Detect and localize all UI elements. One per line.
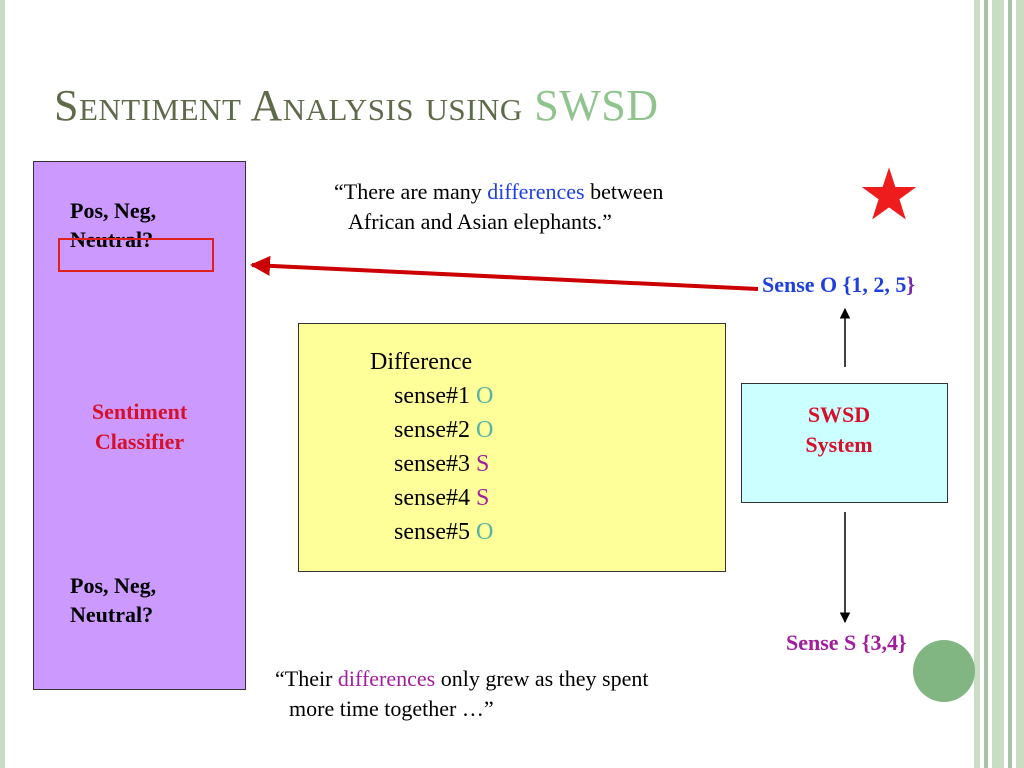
senses-box bbox=[298, 323, 726, 572]
quote1-line2: African and Asian elephants.” bbox=[348, 209, 612, 234]
swsd-system-box bbox=[741, 383, 948, 503]
circle-icon bbox=[913, 640, 975, 702]
quote1-line1: “There are many differences between bbox=[334, 177, 663, 207]
question-bottom-line2: Neutral? bbox=[70, 602, 154, 627]
quote-elephants: “There are many differences between Afri… bbox=[334, 177, 663, 237]
quote2-after: only grew as they spent bbox=[440, 666, 649, 691]
classifier-label-line1: Sentiment bbox=[91, 399, 188, 424]
swsd-label-line1: SWSD bbox=[807, 402, 871, 427]
sense-item-label: sense#1 bbox=[394, 383, 470, 409]
quote-time-together: “Their differences only grew as they spe… bbox=[275, 664, 648, 724]
classifier-question-bottom: Pos, Neg, Neutral? bbox=[70, 571, 156, 629]
sense-item-tag: O bbox=[475, 417, 494, 443]
left-decor-rule bbox=[0, 0, 5, 768]
senses-list: Difference sense#1 O sense#2 O sense#3 S… bbox=[370, 345, 493, 549]
sense-item: sense#1 O bbox=[370, 379, 493, 413]
senses-header: Difference bbox=[370, 349, 473, 375]
quote1-keyword: differences bbox=[487, 179, 585, 204]
title-accent: SWSD bbox=[534, 81, 659, 130]
sense-o-brace: } bbox=[906, 272, 916, 297]
sense-item-label: sense#3 bbox=[394, 451, 470, 477]
quote2-keyword: differences bbox=[337, 666, 436, 691]
quote1-before: “There are many bbox=[334, 179, 482, 204]
classifier-label: Sentiment Classifier bbox=[33, 397, 246, 457]
sense-item-tag: O bbox=[475, 383, 494, 409]
title-main: Sentiment Analysis using bbox=[54, 81, 523, 130]
sense-o-text: Sense O {1, 2, 5 bbox=[762, 272, 907, 297]
sense-item: sense#3 S bbox=[370, 447, 493, 481]
classifier-label-line2: Classifier bbox=[94, 429, 185, 454]
sense-o-label: Sense O {1, 2, 5} bbox=[762, 272, 915, 298]
sense-item: sense#2 O bbox=[370, 413, 493, 447]
sense-item: sense#4 S bbox=[370, 481, 493, 515]
star-icon bbox=[861, 167, 917, 220]
sentiment-classifier-box bbox=[33, 161, 246, 690]
neutral-highlight-box bbox=[58, 238, 214, 272]
question-bottom-line1: Pos, Neg, bbox=[70, 573, 157, 598]
sense-item-tag: O bbox=[475, 519, 494, 545]
right-decor-stripes bbox=[974, 0, 1024, 768]
question-top-line1: Pos, Neg, bbox=[70, 198, 157, 223]
slide-title: Sentiment Analysis using SWSD bbox=[54, 80, 954, 131]
sense-item-tag: S bbox=[475, 451, 490, 477]
sense-o-to-classifier-arrow bbox=[250, 255, 759, 291]
sense-item-label: sense#2 bbox=[394, 417, 470, 443]
sense-item-tag: S bbox=[475, 485, 490, 511]
quote2-line1: “Their differences only grew as they spe… bbox=[275, 664, 648, 694]
quote2-before: “Their bbox=[275, 666, 333, 691]
quote2-line2: more time together …” bbox=[289, 696, 494, 721]
sense-s-label: Sense S {3,4} bbox=[786, 630, 907, 655]
swsd-label-line2: System bbox=[805, 432, 873, 457]
sense-item-label: sense#5 bbox=[394, 519, 470, 545]
quote1-after: between bbox=[590, 179, 664, 204]
sense-item-label: sense#4 bbox=[394, 485, 470, 511]
swsd-system-label: SWSD System bbox=[741, 400, 937, 460]
sense-item: sense#5 O bbox=[370, 515, 493, 549]
